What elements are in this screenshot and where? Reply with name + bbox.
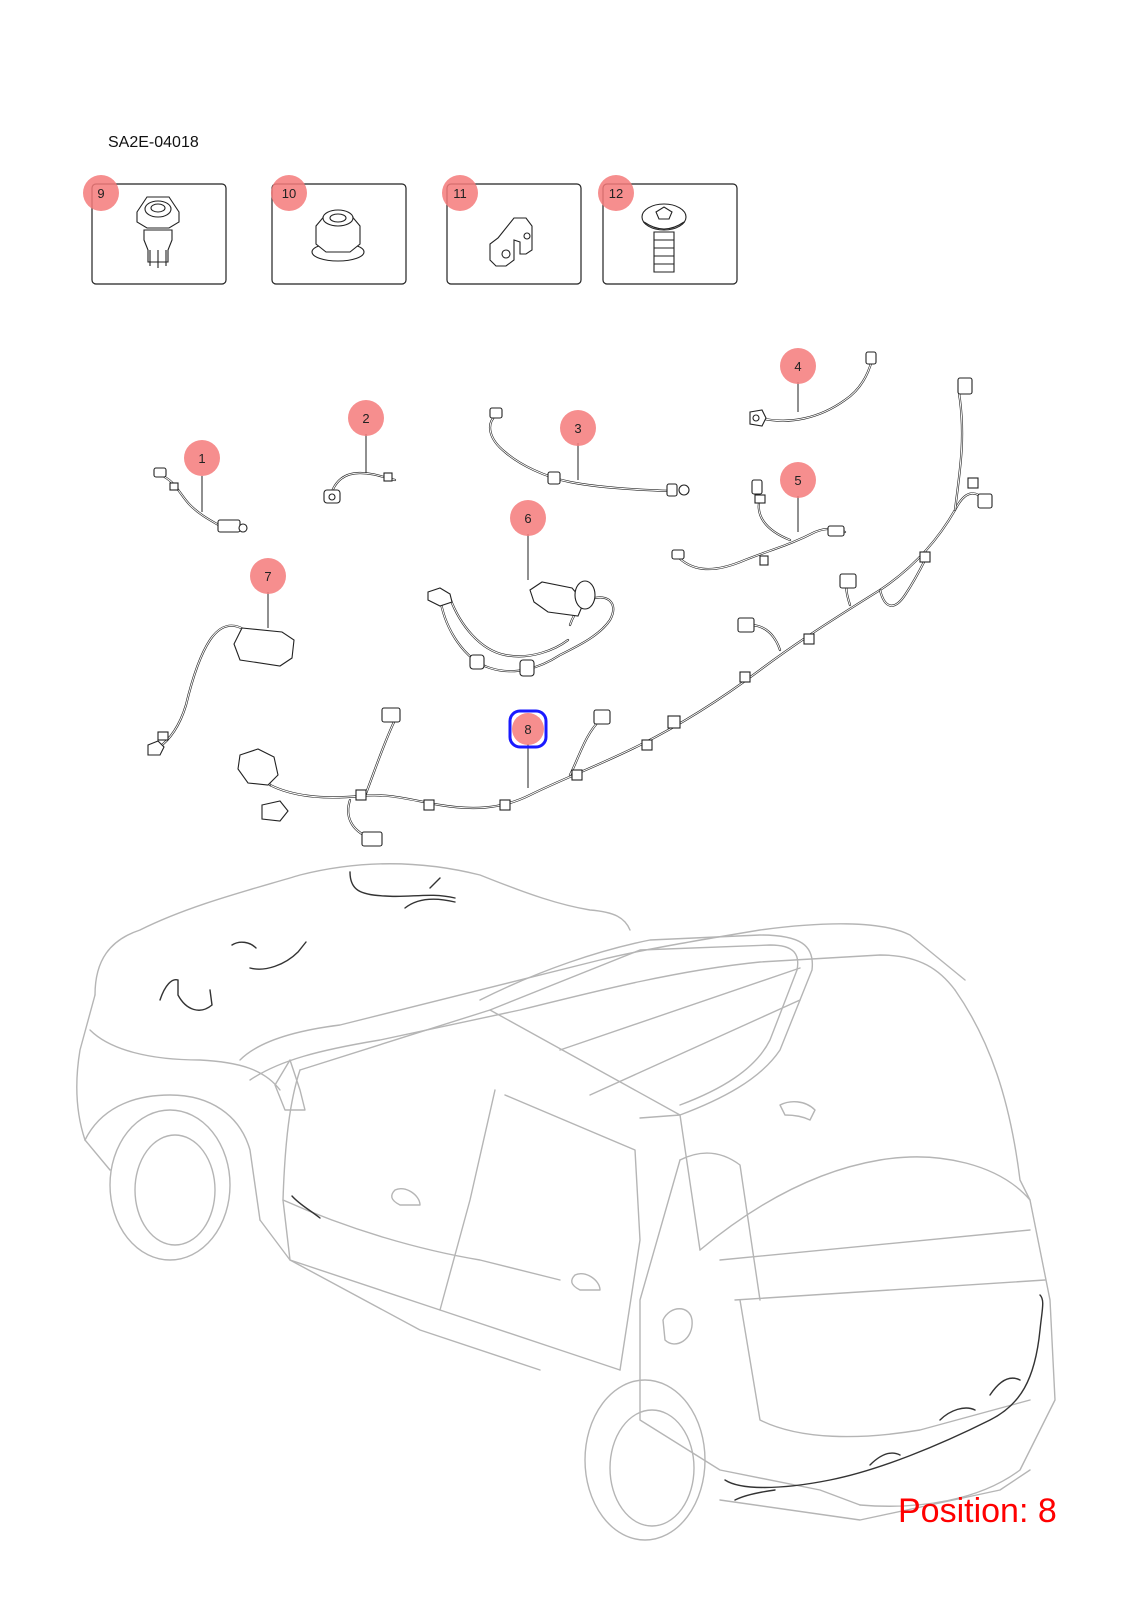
- bracket-icon: [489, 217, 533, 267]
- harness-8: [237, 377, 993, 847]
- callout-9[interactable]: 9: [83, 175, 119, 211]
- svg-text:2: 2: [362, 411, 369, 426]
- flange-nut-icon: [311, 209, 365, 262]
- svg-text:8: 8: [524, 722, 531, 737]
- vehicle-wiring: [159, 871, 1044, 1501]
- svg-text:9: 9: [97, 186, 104, 201]
- callout-3[interactable]: 3: [560, 410, 596, 446]
- leader-lines: [201, 382, 799, 788]
- callout-4[interactable]: 4: [780, 348, 816, 384]
- callout-2[interactable]: 2: [348, 400, 384, 436]
- torx-bolt-icon: [641, 203, 687, 273]
- position-label: Position: 8: [898, 1492, 1057, 1530]
- selected-callout-frame: [508, 709, 548, 749]
- callout-8[interactable]: 8: [508, 709, 548, 749]
- harness-parts: [147, 351, 993, 847]
- clip-nut-icon: [136, 196, 180, 268]
- callout-11[interactable]: 11: [442, 175, 478, 211]
- svg-text:5: 5: [794, 473, 801, 488]
- svg-text:10: 10: [282, 186, 296, 201]
- harness-2: [323, 471, 397, 504]
- harness-7: [147, 624, 295, 756]
- svg-text:3: 3: [574, 421, 581, 436]
- harness-5: [671, 479, 847, 571]
- callout-1[interactable]: 1: [184, 440, 220, 476]
- svg-text:4: 4: [794, 359, 801, 374]
- callout-5[interactable]: 5: [780, 462, 816, 498]
- callout-7[interactable]: 7: [250, 558, 286, 594]
- vehicle-outline: [76, 863, 1056, 1541]
- svg-text:7: 7: [264, 569, 271, 584]
- callouts: 1 2 3 4 5 6 7 8: [83, 175, 816, 749]
- callout-12[interactable]: 12: [598, 175, 634, 211]
- callout-6[interactable]: 6: [510, 500, 546, 536]
- callout-10[interactable]: 10: [271, 175, 307, 211]
- harness-6: [427, 580, 615, 677]
- small-parts-row: [91, 183, 738, 285]
- svg-text:12: 12: [609, 186, 623, 201]
- svg-text:6: 6: [524, 511, 531, 526]
- harness-1: [153, 467, 248, 533]
- svg-text:1: 1: [198, 451, 205, 466]
- harness-4: [749, 351, 877, 427]
- diagram-code: SA2E-04018: [108, 134, 199, 151]
- harness-3: [488, 407, 690, 497]
- svg-text:11: 11: [453, 186, 467, 201]
